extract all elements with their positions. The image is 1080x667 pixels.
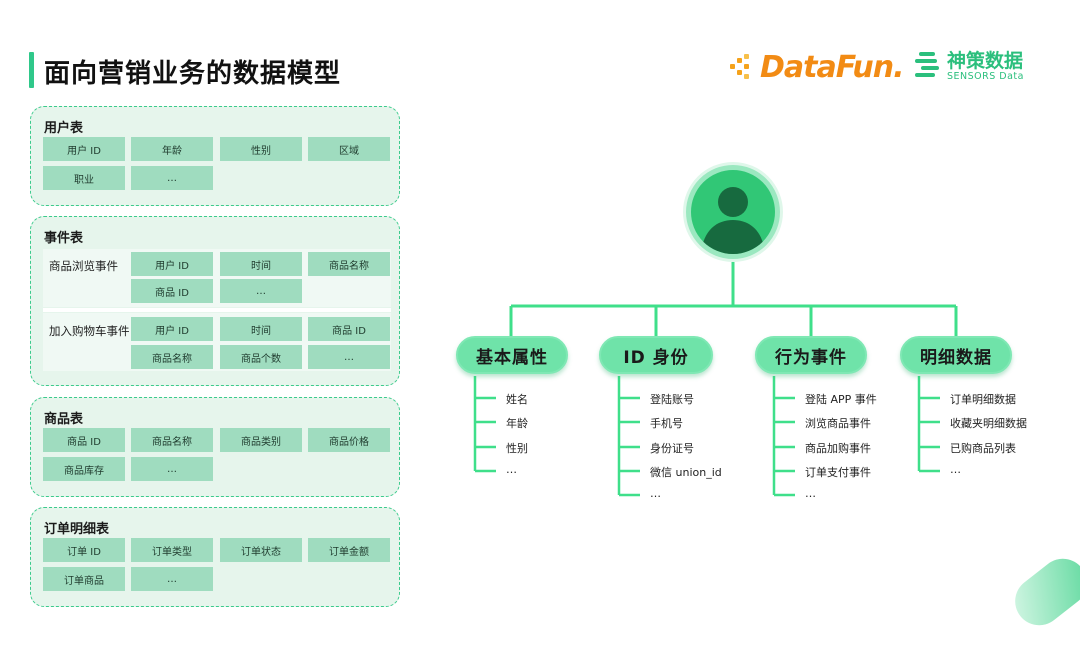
- category-id-identity: ID 身份: [599, 336, 713, 374]
- event-table: 事件表 商品浏览事件 用户 ID 时间 商品名称 商品 ID … 加入购物车事件…: [30, 216, 400, 386]
- tree-leaf: 浏览商品事件: [805, 417, 871, 430]
- product-table-title: 商品表: [44, 412, 84, 427]
- event-cell: 时间: [220, 252, 302, 276]
- order-table-cell: 订单类型: [131, 538, 213, 562]
- datafun-dots-icon: [730, 54, 756, 80]
- user-table-cell: 区域: [308, 137, 390, 161]
- order-table: 订单明细表 订单 ID 订单类型 订单状态 订单金额 订单商品 …: [30, 507, 400, 607]
- product-table-cell: …: [131, 457, 213, 481]
- datafun-logo: DataFun.: [730, 46, 904, 88]
- sensors-name-cn: 神策数据: [947, 49, 1024, 72]
- user-table-title: 用户表: [44, 121, 84, 136]
- tree-leaf: 订单支付事件: [805, 466, 871, 479]
- cart-event-label: 加入购物车事件: [49, 324, 130, 338]
- event-cell: 用户 ID: [131, 252, 213, 276]
- sensors-mark-icon: [915, 50, 941, 82]
- title-accent-bar: [29, 52, 34, 88]
- panel-divider: [43, 308, 391, 312]
- event-cell: 用户 ID: [131, 317, 213, 341]
- tree-leaf: 订单明细数据: [950, 393, 1016, 406]
- user-table-cell: 性别: [220, 137, 302, 161]
- event-cell: 商品名称: [131, 345, 213, 369]
- user-avatar-icon: [686, 165, 780, 259]
- event-cell: 商品名称: [308, 252, 390, 276]
- user-table-cell: 年龄: [131, 137, 213, 161]
- product-table-cell: 商品名称: [131, 428, 213, 452]
- tree-leaf: 登陆账号: [650, 393, 694, 406]
- event-cell: 商品个数: [220, 345, 302, 369]
- product-table-cell: 商品库存: [43, 457, 125, 481]
- tree-leaf: …: [950, 463, 961, 476]
- product-table: 商品表 商品 ID 商品名称 商品类别 商品价格 商品库存 …: [30, 397, 400, 497]
- browse-event-label: 商品浏览事件: [49, 259, 118, 273]
- tree-leaf: 商品加购事件: [805, 442, 871, 455]
- event-cell: 商品 ID: [131, 279, 213, 303]
- sensors-name-en: SENSORS Data: [947, 70, 1024, 82]
- order-table-cell: …: [131, 567, 213, 591]
- sensors-logo: 神策数据 SENSORS Data: [915, 50, 1024, 82]
- user-table-cell: 职业: [43, 166, 125, 190]
- event-cell: 商品 ID: [308, 317, 390, 341]
- product-table-cell: 商品类别: [220, 428, 302, 452]
- datafun-wordmark: DataFun.: [760, 49, 904, 85]
- tree-leaf: …: [506, 463, 517, 476]
- tree-leaf: 手机号: [650, 417, 683, 430]
- event-cell: …: [220, 279, 302, 303]
- tree-leaf: 姓名: [506, 393, 528, 406]
- tree-leaf: …: [805, 487, 816, 500]
- tree-leaf: …: [650, 487, 661, 500]
- event-cell: 时间: [220, 317, 302, 341]
- order-table-cell: 订单金额: [308, 538, 390, 562]
- event-table-title: 事件表: [44, 231, 84, 246]
- user-table: 用户表 用户 ID 年龄 性别 区域 职业 …: [30, 106, 400, 206]
- user-table-cell: 用户 ID: [43, 137, 125, 161]
- order-table-cell: 订单状态: [220, 538, 302, 562]
- user-table-cell: …: [131, 166, 213, 190]
- order-table-title: 订单明细表: [44, 522, 110, 537]
- page-title: 面向营销业务的数据模型: [44, 59, 342, 89]
- tree-leaf: 身份证号: [650, 442, 694, 455]
- tree-leaf: 年龄: [506, 417, 528, 430]
- event-cell: …: [308, 345, 390, 369]
- category-detail-data: 明细数据: [900, 336, 1012, 374]
- product-table-cell: 商品 ID: [43, 428, 125, 452]
- tree-leaf: 登陆 APP 事件: [805, 393, 877, 406]
- order-table-cell: 订单 ID: [43, 538, 125, 562]
- product-table-cell: 商品价格: [308, 428, 390, 452]
- order-table-cell: 订单商品: [43, 567, 125, 591]
- category-basic-attributes: 基本属性: [456, 336, 568, 374]
- category-behavior-events: 行为事件: [755, 336, 867, 374]
- tree-leaf: 收藏夹明细数据: [950, 417, 1027, 430]
- tree-leaf: 性别: [506, 442, 528, 455]
- tree-leaf: 微信 union_id: [650, 466, 722, 479]
- tree-leaf: 已购商品列表: [950, 442, 1016, 455]
